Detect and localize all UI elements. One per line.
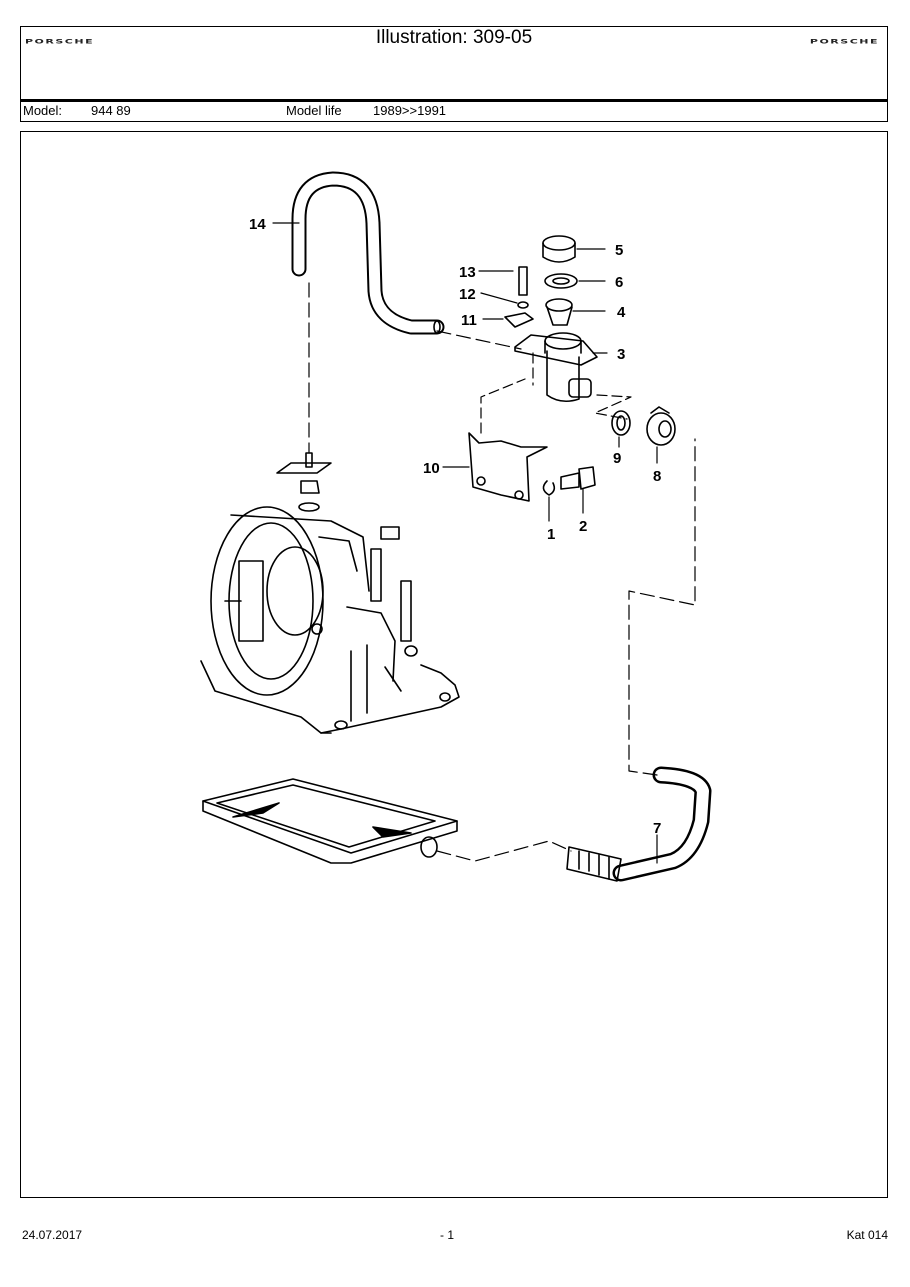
callout-13: 13 (459, 264, 476, 281)
gasket-part (611, 410, 631, 436)
model-life-label: Model life (286, 103, 342, 118)
seal-ring-part (544, 273, 578, 289)
callout-3: 3 (617, 346, 625, 363)
clip-part (504, 312, 534, 328)
callout-8: 8 (653, 468, 661, 485)
callout-1: 1 (547, 526, 555, 543)
illustration-title: Illustration: 309-05 (375, 27, 533, 48)
porsche-logo-right: PORSCHE (809, 38, 879, 46)
header-box: PORSCHE Illustration: 309-05 PORSCHE Mod… (20, 26, 888, 122)
callout-4: 4 (617, 304, 626, 321)
porsche-logo-left: PORSCHE (25, 38, 95, 46)
illustration-frame: 1 2 3 4 5 6 7 8 9 10 11 12 13 14 (20, 131, 888, 1198)
transmission-housing-part (200, 506, 460, 734)
breather-hose-part (291, 171, 445, 335)
parts-diagram: 1 2 3 4 5 6 7 8 9 10 11 12 13 14 (200, 171, 712, 882)
reservoir-cap-part (542, 235, 576, 263)
footer-date: 24.07.2017 (22, 1228, 83, 1242)
callout-2: 2 (579, 518, 587, 535)
callout-14: 14 (249, 216, 266, 233)
strainer-part (545, 298, 573, 326)
footer-catalog: Kat 014 (846, 1228, 888, 1242)
screw-part (560, 466, 596, 490)
model-life-value: 1989>>1991 (373, 103, 447, 118)
model-label: Model: (23, 103, 63, 118)
callout-5: 5 (615, 242, 623, 259)
footer-page-number: - 1 (440, 1228, 455, 1242)
callout-12: 12 (459, 286, 476, 303)
oil-pipe-part (566, 766, 712, 882)
header-rule (21, 99, 887, 102)
washer-part (517, 301, 529, 309)
callout-7: 7 (653, 820, 661, 837)
callout-9: 9 (613, 450, 621, 467)
reservoir-part (514, 332, 598, 403)
oil-pan-part (202, 778, 458, 864)
breather-fitting-part (276, 452, 332, 512)
lock-washer-part (542, 480, 556, 496)
banjo-fitting-part (646, 406, 676, 446)
model-row: Model: 944 89 Model life 1989>>1991 (21, 102, 887, 120)
bracket-part (468, 432, 548, 502)
bolt-part (518, 266, 528, 296)
callout-11: 11 (461, 312, 477, 329)
callout-10: 10 (423, 460, 440, 477)
callout-6: 6 (615, 274, 623, 291)
model-value: 944 89 (91, 103, 131, 118)
